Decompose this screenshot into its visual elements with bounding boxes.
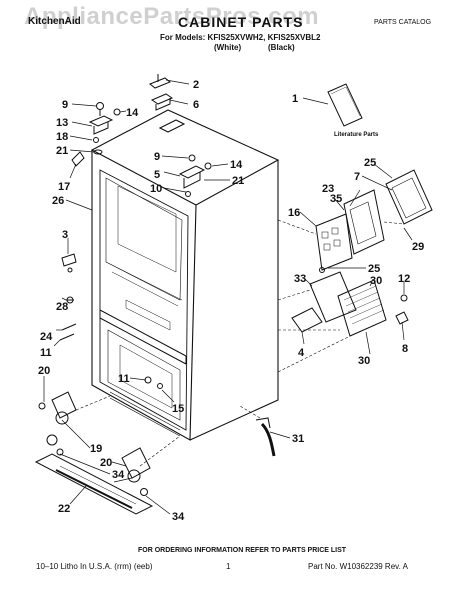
- callout-33: 33: [294, 273, 306, 285]
- roller-assembly-right: [121, 447, 151, 479]
- page-title: CABINET PARTS: [178, 14, 304, 30]
- callout-25b: 25: [368, 263, 380, 275]
- drip-tray: [291, 307, 323, 333]
- cabinet-front-face: [91, 150, 197, 441]
- hinge-cap: [149, 77, 171, 89]
- brand-name: KitchenAid: [28, 16, 81, 27]
- hinge-pin: [93, 137, 99, 143]
- watermark: AppliancePartsPros.com: [24, 3, 320, 30]
- callout-31: 31: [292, 433, 304, 445]
- page-number: 1: [226, 562, 231, 571]
- dispenser-control: [315, 213, 353, 271]
- door-stop: [71, 151, 85, 167]
- cabinet-right-side: [189, 160, 279, 441]
- callout-25a: 25: [364, 157, 376, 169]
- callout-2: 2: [193, 79, 199, 91]
- callout-35: 35: [330, 193, 342, 205]
- hinge-bracket-right: [178, 165, 206, 179]
- callout-13: 13: [56, 117, 68, 129]
- hinge-center-bracket: [61, 253, 77, 267]
- callout-20b: 20: [100, 457, 112, 469]
- dispenser-cover: [385, 169, 433, 225]
- literature-book: [327, 83, 363, 127]
- ordering-info: FOR ORDERING INFORMATION REFER TO PARTS …: [138, 547, 347, 554]
- roller-assembly-left: [51, 391, 77, 419]
- callout-11a: 11: [40, 347, 52, 359]
- callout-17: 17: [58, 181, 70, 193]
- dispenser-grille: [337, 279, 387, 337]
- literature-label: Literature Parts: [334, 132, 379, 138]
- hinge-screw: [96, 102, 104, 110]
- callout-4: 4: [298, 347, 305, 359]
- callout-19: 19: [90, 443, 102, 455]
- callout-7: 7: [354, 171, 360, 183]
- callout-21b: 21: [232, 175, 244, 187]
- callout-6: 6: [193, 99, 199, 111]
- callout-26: 26: [52, 195, 64, 207]
- callout-14a: 14: [126, 107, 139, 119]
- hinge-bracket-left: [88, 115, 114, 127]
- models-line: For Models: KFIS25XVWH2, KFIS25XVBL2: [160, 33, 321, 42]
- callout-10: 10: [150, 183, 162, 195]
- callout-3: 3: [62, 229, 68, 241]
- callout-20a: 20: [38, 365, 50, 377]
- callout-12: 12: [398, 273, 410, 285]
- callout-23: 23: [322, 183, 334, 195]
- callout-9b: 9: [154, 151, 160, 163]
- callout-34b: 34: [172, 511, 185, 523]
- callout-29: 29: [412, 241, 424, 253]
- water-tube: [260, 422, 276, 457]
- white-label: (White): [214, 43, 242, 52]
- callout-5: 5: [154, 169, 160, 181]
- base-grille: [34, 453, 154, 515]
- hinge-screw-2: [113, 108, 121, 116]
- callout-1: 1: [292, 93, 298, 105]
- callout-18: 18: [56, 131, 68, 143]
- dispenser-housing: [343, 189, 385, 255]
- callout-16: 16: [288, 207, 300, 219]
- part-number: Part No. W10362239 Rev. A: [308, 562, 408, 571]
- callout-28: 28: [56, 301, 68, 313]
- callout-15: 15: [172, 403, 184, 415]
- hinge-bracket-center: [150, 93, 174, 105]
- black-label: (Black): [268, 43, 295, 52]
- callout-22: 22: [58, 503, 70, 515]
- callout-11b: 11: [118, 373, 130, 385]
- section-note: PARTS CATALOG: [374, 19, 432, 26]
- litho-info: 10–10 Litho In U.S.A. (rrm) (eeb): [36, 562, 153, 571]
- callout-30b: 30: [358, 355, 370, 367]
- callout-30a: 30: [370, 275, 382, 287]
- callout-14b: 14: [230, 159, 243, 171]
- callout-24: 24: [40, 331, 53, 343]
- callout-8: 8: [402, 343, 408, 355]
- callout-21a: 21: [56, 145, 68, 157]
- dispenser-panel: [309, 271, 357, 323]
- callout-34a: 34: [112, 469, 125, 481]
- callout-9a: 9: [62, 99, 68, 111]
